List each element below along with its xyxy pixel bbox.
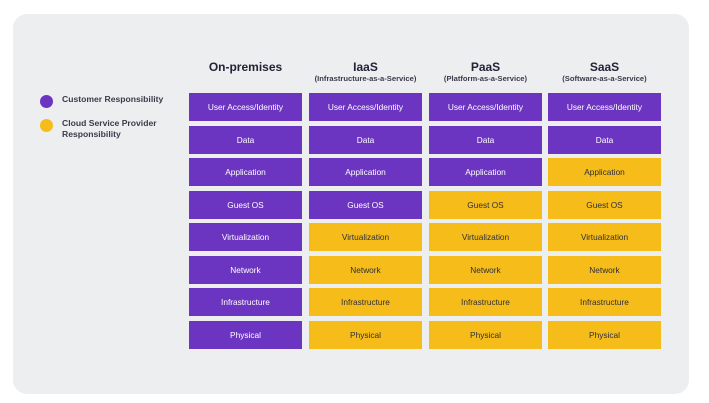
column-title: PaaS [470, 60, 501, 74]
column-subtitle: (Infrastructure-as-a-Service) [314, 74, 417, 83]
column-iaas: IaaS (Infrastructure-as-a-Service) User … [309, 60, 422, 353]
layer-cell: Network [429, 255, 542, 284]
column-saas: SaaS (Software-as-a-Service) User Access… [548, 60, 661, 353]
legend-item-provider: Cloud Service Provider Responsibility [40, 118, 180, 140]
layer-cell: Guest OS [548, 190, 661, 219]
layer-cell: Physical [548, 320, 661, 349]
layer-cell: Guest OS [429, 190, 542, 219]
layer-cell: Application [548, 158, 661, 186]
layer-cell: Infrastructure [189, 288, 302, 316]
layer-cell: Infrastructure [548, 288, 661, 316]
layer-cell: Data [548, 125, 661, 154]
column-title: SaaS [589, 60, 620, 74]
layer-cell: User Access/Identity [548, 93, 661, 121]
column-title: IaaS [353, 60, 378, 74]
layer-cell: Data [309, 125, 422, 154]
layer-cell: Data [189, 125, 302, 154]
column-header: IaaS (Infrastructure-as-a-Service) [309, 60, 422, 93]
layer-cell: Virtualization [429, 223, 542, 251]
legend-dot-provider [40, 119, 53, 132]
layer-cell: Application [189, 158, 302, 186]
layer-cell: Application [309, 158, 422, 186]
layer-cell: Virtualization [548, 223, 661, 251]
layer-cell: Application [429, 158, 542, 186]
layer-cell: User Access/Identity [309, 93, 422, 121]
legend: Customer Responsibility Cloud Service Pr… [40, 94, 180, 150]
layer-cell: Physical [189, 320, 302, 349]
column-subtitle: (Platform-as-a-Service) [443, 74, 528, 83]
layer-cell: Physical [429, 320, 542, 349]
layer-cell: User Access/Identity [189, 93, 302, 121]
layer-cell: Infrastructure [309, 288, 422, 316]
column-paas: PaaS (Platform-as-a-Service) User Access… [429, 60, 542, 353]
layer-cell: User Access/Identity [429, 93, 542, 121]
layer-cell: Network [548, 255, 661, 284]
legend-dot-customer [40, 95, 53, 108]
layer-cell: Guest OS [189, 190, 302, 219]
layer-cell: Physical [309, 320, 422, 349]
column-title: On-premises [208, 60, 283, 74]
column-header: PaaS (Platform-as-a-Service) [429, 60, 542, 93]
legend-label-customer: Customer Responsibility [62, 94, 164, 104]
column-header: SaaS (Software-as-a-Service) [548, 60, 661, 93]
layer-cell: Network [189, 255, 302, 284]
column-subtitle: (Software-as-a-Service) [562, 74, 647, 83]
layer-cell: Guest OS [309, 190, 422, 219]
legend-label-provider: Cloud Service Provider Responsibility [62, 118, 157, 139]
layer-cell: Data [429, 125, 542, 154]
column-header: On-premises [189, 60, 302, 93]
layer-cell: Network [309, 255, 422, 284]
legend-item-customer: Customer Responsibility [40, 94, 180, 108]
layer-cell: Virtualization [189, 223, 302, 251]
column-on-premises: On-premises User Access/Identity Data Ap… [189, 60, 302, 353]
layer-cell: Infrastructure [429, 288, 542, 316]
layer-cell: Virtualization [309, 223, 422, 251]
